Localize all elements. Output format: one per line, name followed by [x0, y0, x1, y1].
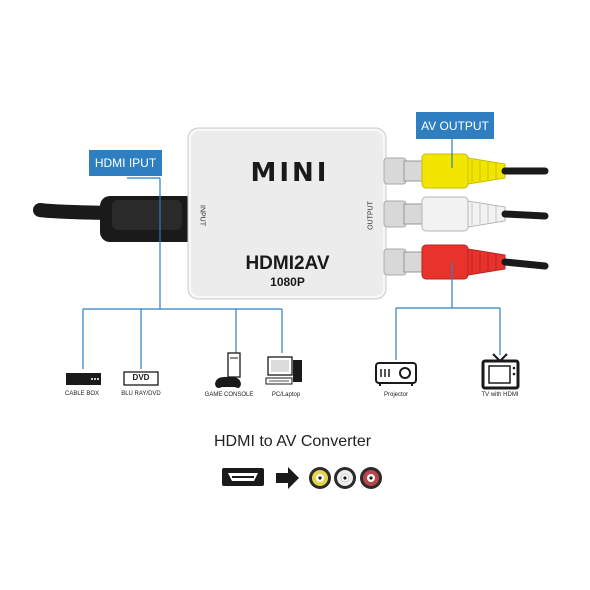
converter-title: HDMI to AV Converter	[214, 433, 372, 450]
model-text: HDMI2AV	[245, 253, 330, 274]
brand-text: MINI	[250, 158, 330, 188]
device-label-dvd: BLU RAY/DVD	[121, 391, 161, 397]
cable-box-icon	[66, 373, 101, 385]
yellow-rca-jack-icon	[309, 467, 331, 489]
white-rca-plug	[403, 196, 549, 232]
hdmi-input-label: HDMI IPUT	[89, 150, 162, 176]
red-rca-jack-icon	[360, 467, 382, 489]
projector-icon	[375, 362, 417, 386]
yellow-rca-plug	[403, 153, 549, 189]
tv-icon	[481, 353, 520, 390]
av-output-label: AV OUTPUT	[416, 112, 494, 139]
device-label-tv: TV with HDMI	[481, 392, 519, 398]
device-label-projector: Projector	[383, 392, 408, 398]
hdmi-port-icon	[222, 468, 264, 486]
hdmi-cable	[33, 196, 196, 242]
red-rca-plug	[403, 244, 549, 280]
rca-ports	[383, 157, 407, 276]
device-label-pc: PC/Laptop	[271, 392, 301, 398]
input-side-text: INPUT	[198, 205, 206, 226]
resolution-text: 1080P	[270, 275, 305, 289]
pc-icon	[265, 356, 302, 385]
arrow-right-icon	[276, 467, 299, 489]
game-console-icon	[215, 352, 241, 388]
output-side-text: OUTPUT	[367, 201, 375, 230]
dvd-icon	[123, 371, 159, 386]
device-label-cable-box: CABLE BOX	[64, 391, 99, 397]
callout-lines	[82, 138, 501, 369]
device-label-game-console: GAME CONSOLE	[204, 392, 254, 398]
white-rca-jack-icon	[334, 467, 356, 489]
dvd-icon-text: DVD	[132, 373, 150, 382]
